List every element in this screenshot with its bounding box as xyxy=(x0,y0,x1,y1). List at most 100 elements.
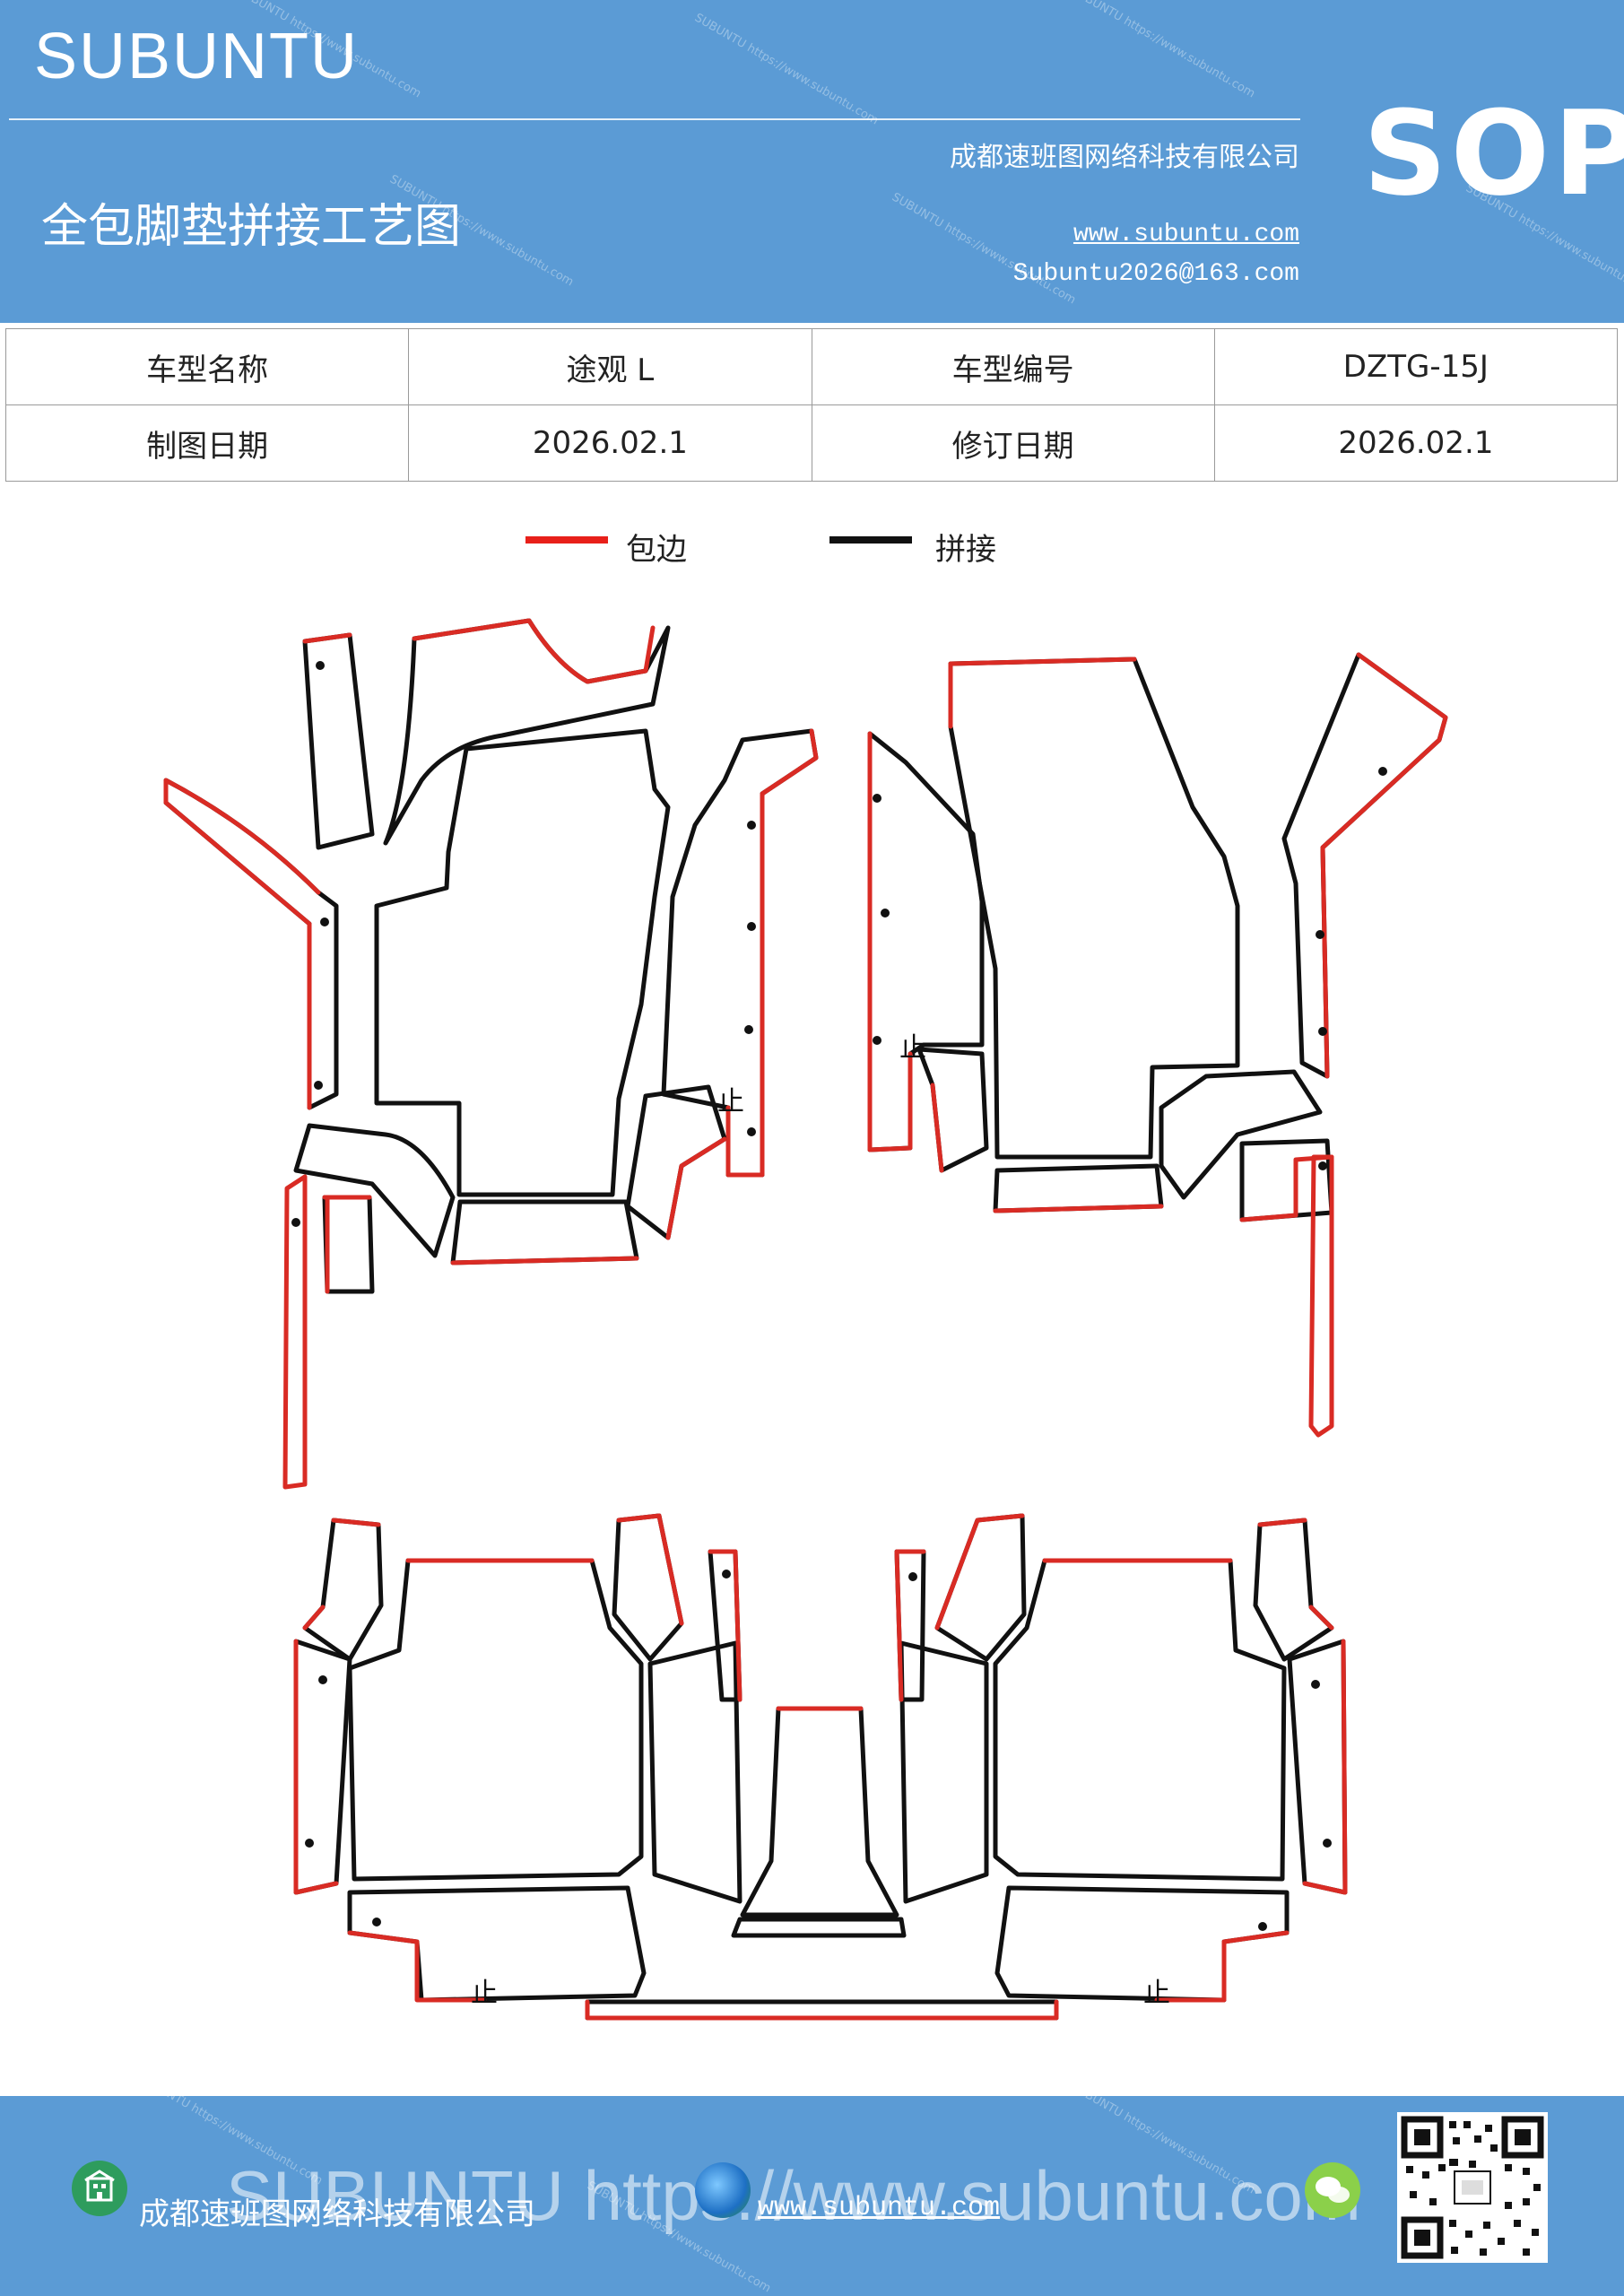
front-left-group: 止 xyxy=(163,618,819,1490)
edge-segment xyxy=(616,1513,684,1626)
table-cell: 车型编号 xyxy=(811,328,1215,405)
footer-ghost-url: SUBUNTU https://www.subuntu.com xyxy=(226,2156,1361,2235)
mat-piece xyxy=(450,1199,639,1265)
mat-piece xyxy=(612,1513,684,1662)
table-row: 车型名称 途观 L 车型编号 DZTG-15J xyxy=(4,328,1619,405)
table-cell: 2026.02.1 xyxy=(1213,404,1619,482)
legend-swatch-edge xyxy=(525,536,608,544)
fastener-dot xyxy=(1378,767,1387,776)
edge-segment xyxy=(302,632,352,644)
mat-piece xyxy=(1159,1069,1323,1200)
table-cell: 修订日期 xyxy=(811,404,1215,482)
sop-badge: SOP xyxy=(1363,85,1624,222)
front-right-group: 止 xyxy=(867,652,1448,1438)
edge-segment xyxy=(725,728,819,1178)
edge-segment xyxy=(708,1549,743,1702)
footer-company-name: 成都速班图网络科技有限公司 xyxy=(139,2196,535,2232)
wechat-icon xyxy=(1305,2162,1360,2218)
page-title: 全包脚垫拼接工艺图 xyxy=(41,200,462,254)
fastener-dot xyxy=(1318,1161,1327,1170)
mat-piece xyxy=(302,632,375,850)
header-divider xyxy=(9,118,1300,120)
fastener-dot xyxy=(305,1839,314,1848)
table-cell: 途观 L xyxy=(408,328,812,405)
vehicle-info-table: 车型名称 途观 L 车型编号 DZTG-15J 制图日期 2026.02.1 修… xyxy=(4,328,1619,482)
edge-segment xyxy=(1257,1518,1334,1631)
fastener-dot xyxy=(320,918,329,926)
fastener-dot xyxy=(1316,930,1324,939)
fastener-dot xyxy=(291,1218,300,1227)
legend: 包边 拼接 xyxy=(0,520,1624,574)
edge-segment xyxy=(1302,1639,1348,1895)
mat-piece xyxy=(282,1174,308,1490)
fastener-dot xyxy=(318,1675,327,1684)
mat-piece xyxy=(740,1706,899,1918)
legend-swatch-seam xyxy=(829,536,912,544)
edge-segment xyxy=(347,1930,487,2003)
mat-piece xyxy=(293,1123,456,1258)
fastener-dot xyxy=(316,661,325,670)
edge-segment xyxy=(930,1083,944,1173)
edge-segment xyxy=(450,1256,639,1265)
fastener-dot xyxy=(873,794,881,803)
mat-piece xyxy=(625,1084,727,1240)
building-icon xyxy=(72,2161,127,2216)
fastener-dot xyxy=(747,821,756,830)
mat-piece xyxy=(1281,652,1448,1079)
mat-piece xyxy=(1253,1518,1334,1662)
mat-piece xyxy=(731,1917,907,1938)
mat-piece xyxy=(347,1558,644,1882)
mat-piece xyxy=(374,728,671,1197)
edge-segment xyxy=(894,1549,926,1702)
table-cell: DZTG-15J xyxy=(1213,328,1619,405)
footer-website-link[interactable]: www.subuntu.com xyxy=(758,2193,1001,2223)
fastener-dot xyxy=(873,1036,881,1045)
mat-piece xyxy=(585,1999,1059,2021)
edge-segment xyxy=(665,1136,727,1240)
edge-segment xyxy=(293,1639,339,1895)
company-name: 成都速班图网络科技有限公司 xyxy=(950,142,1299,173)
fastener-dot xyxy=(744,1025,753,1034)
fastener-dot xyxy=(747,922,756,931)
mat-piece xyxy=(1308,1154,1334,1438)
fastener-dot xyxy=(1323,1839,1332,1848)
edge-segment xyxy=(934,1513,1025,1631)
legend-label-seam: 拼接 xyxy=(935,532,996,568)
edge-segment xyxy=(585,1999,1059,2021)
table-cell: 制图日期 xyxy=(4,404,410,482)
globe-icon xyxy=(695,2162,751,2218)
website-link[interactable]: www.subuntu.com xyxy=(1073,221,1299,248)
fastener-dot xyxy=(1258,1922,1267,1931)
fastener-dot xyxy=(1318,1027,1327,1036)
brand-logo-text: SUBUNTU xyxy=(34,21,360,92)
fastener-dots xyxy=(291,661,1387,1931)
stop-mark: 止 xyxy=(899,1032,926,1064)
stop-mark: 止 xyxy=(471,1978,498,2009)
edge-segment xyxy=(1154,1930,1290,2003)
fastener-dot xyxy=(314,1081,323,1090)
fastener-dot xyxy=(881,909,890,918)
table-row: 制图日期 2026.02.1 修订日期 2026.02.1 xyxy=(4,404,1619,482)
fastener-dot xyxy=(1311,1680,1320,1689)
fastener-dot xyxy=(372,1918,381,1926)
email-address[interactable]: Subuntu2026@163.com xyxy=(1012,260,1299,288)
edge-segment xyxy=(1320,652,1448,1079)
mat-piece xyxy=(322,1195,375,1294)
mat-piece xyxy=(1239,1138,1334,1222)
stop-mark: 止 xyxy=(717,1086,744,1118)
edge-segment xyxy=(163,778,321,1110)
mat-piece xyxy=(993,1558,1287,1882)
stop-mark: 止 xyxy=(1143,1978,1170,2009)
mat-piece xyxy=(916,1047,989,1173)
table-cell: 2026.02.1 xyxy=(408,404,812,482)
edge-segment xyxy=(412,618,656,684)
edge-segment xyxy=(302,1518,381,1631)
mat-piece xyxy=(1287,1639,1348,1895)
edge-segment xyxy=(322,1195,372,1294)
qr-code xyxy=(1397,2112,1548,2263)
fastener-dot xyxy=(747,1127,756,1136)
table-cell: 车型名称 xyxy=(4,328,410,405)
mat-piece xyxy=(647,1640,743,1904)
mat-piece xyxy=(994,1885,1290,2003)
mat-piece xyxy=(302,1518,384,1662)
